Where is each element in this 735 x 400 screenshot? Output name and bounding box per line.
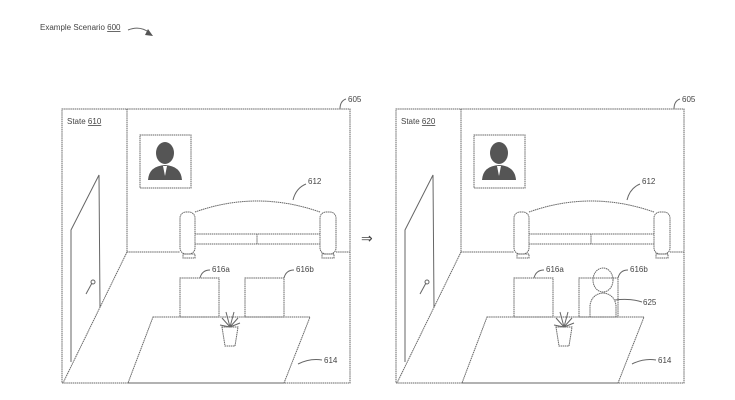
chair-b-ref: 616b xyxy=(296,265,314,274)
chair-b-ref: 616b xyxy=(630,265,648,274)
state-label: State 620 xyxy=(401,117,436,126)
chair-a-ref: 616a xyxy=(546,265,564,274)
person-icon xyxy=(589,267,617,317)
panel-state-610: State 610 605 612 616a 616b 614 xyxy=(61,95,362,384)
table-ref: 614 xyxy=(658,356,672,365)
room-ref: 605 xyxy=(682,95,696,104)
scenario-title: Example Scenario 600 xyxy=(40,23,121,32)
panel-state-620: State 620 605 612 616a 616b 614 625 xyxy=(395,95,696,384)
room-ref: 605 xyxy=(348,95,362,104)
chair-a-ref: 616a xyxy=(212,265,230,274)
sofa-ref: 612 xyxy=(642,177,656,186)
table-ref: 614 xyxy=(324,356,338,365)
person-ref: 625 xyxy=(643,298,657,307)
state-label: State 610 xyxy=(67,117,102,126)
transition-arrow-icon: ⇒ xyxy=(361,230,373,246)
sofa-ref: 612 xyxy=(308,177,322,186)
